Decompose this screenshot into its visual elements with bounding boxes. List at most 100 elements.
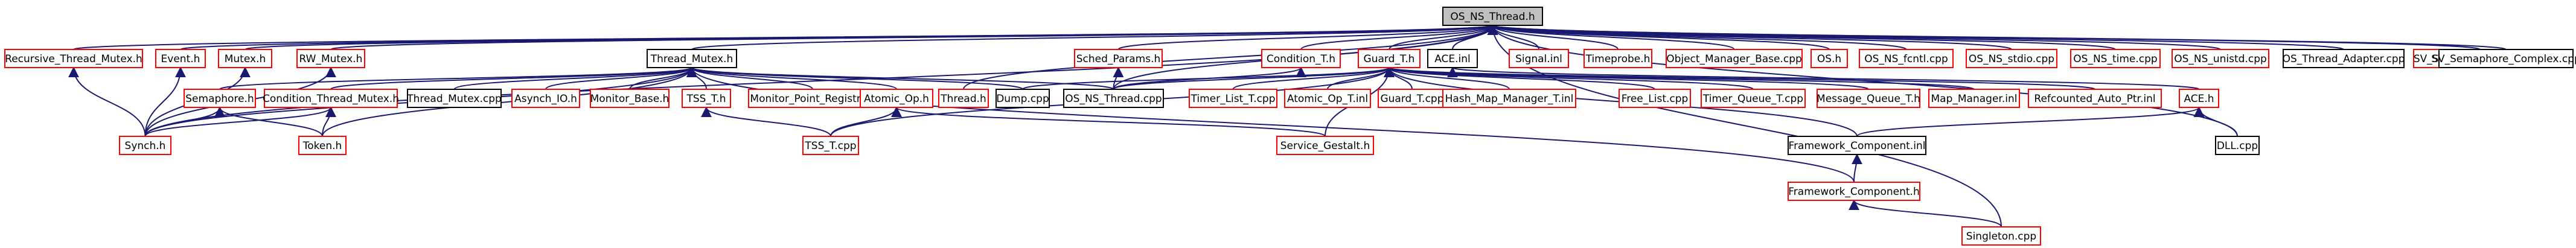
node-box bbox=[1427, 49, 1478, 68]
node-box bbox=[1928, 89, 2020, 108]
node-monitor_point_registry_h[interactable]: Monitor_Point_Registry.h bbox=[748, 89, 877, 108]
node-box bbox=[119, 136, 171, 155]
node-atomic_op_t_inl[interactable]: Atomic_Op_T.inl bbox=[1284, 89, 1371, 108]
edge-synch_h-to-recursive_thread_mutex_h bbox=[68, 66, 146, 137]
edge-object_manager_base_cpp-to-os_ns_thread_h bbox=[1487, 24, 1735, 50]
node-atomic_op_h[interactable]: Atomic_Op.h bbox=[860, 89, 933, 108]
node-box bbox=[1509, 49, 1569, 68]
edge-framework_component_inl-to-ace_h bbox=[1856, 106, 2205, 137]
node-thread_h[interactable]: Thread.h bbox=[938, 89, 989, 108]
node-condition_thread_mutex_h[interactable]: Condition_Thread_Mutex.h bbox=[263, 89, 399, 108]
node-framework_component_h[interactable]: Framework_Component.h bbox=[1788, 182, 1920, 201]
node-box bbox=[1859, 49, 1954, 68]
node-mutex_h[interactable]: Mutex.h bbox=[218, 49, 272, 68]
node-guard_t_h[interactable]: Guard_T.h bbox=[1358, 49, 1421, 68]
node-box bbox=[647, 49, 737, 68]
node-semaphore_h[interactable]: Semaphore.h bbox=[184, 89, 256, 108]
node-box bbox=[155, 49, 206, 68]
node-box bbox=[511, 89, 580, 108]
node-sv_semaphore_complex_cpp[interactable]: SV_Semaphore_Complex.cpp bbox=[2431, 49, 2576, 68]
node-guard_t_cpp[interactable]: Guard_T.cpp bbox=[1378, 89, 1446, 108]
node-box bbox=[2283, 49, 2405, 68]
node-label: Mutex.h bbox=[225, 53, 266, 65]
node-timeprobe_h[interactable]: Timeprobe.h bbox=[1584, 49, 1652, 68]
node-service_gestalt_h[interactable]: Service_Gestalt.h bbox=[1276, 136, 1374, 155]
node-box bbox=[1788, 182, 1920, 201]
node-map_manager_inl[interactable]: Map_Manager.inl bbox=[1928, 89, 2020, 108]
node-thread_mutex_cpp[interactable]: Thread_Mutex.cpp bbox=[406, 89, 502, 108]
edge-thread_mutex_h-to-os_ns_thread_h bbox=[691, 24, 1498, 50]
node-singleton_cpp[interactable]: Singleton.cpp bbox=[1961, 226, 2041, 246]
node-tss_t_h[interactable]: TSS_T.h bbox=[682, 89, 731, 108]
node-box bbox=[2070, 49, 2161, 68]
node-os_ns_stdio_cpp[interactable]: OS_NS_stdio.cpp bbox=[1966, 49, 2057, 68]
node-label: OS_NS_unistd.cpp bbox=[2174, 53, 2267, 65]
node-box bbox=[1961, 226, 2041, 246]
node-framework_component_inl[interactable]: Framework_Component.inl bbox=[1788, 136, 1926, 155]
node-label: Object_Manager_Base.cpp bbox=[1666, 53, 1802, 65]
node-box bbox=[938, 89, 989, 108]
node-recursive_thread_mutex_h[interactable]: Recursive_Thread_Mutex.h bbox=[4, 49, 143, 68]
node-os_thread_adapter_cpp[interactable]: OS_Thread_Adapter.cpp bbox=[2283, 49, 2405, 68]
node-dump_cpp[interactable]: Dump.cpp bbox=[996, 89, 1050, 108]
edge-service_gestalt_h-to-atomic_op_h bbox=[891, 106, 1326, 137]
node-asynch_io_h[interactable]: Asynch_IO.h bbox=[511, 89, 580, 108]
node-os_ns_fcntl_cpp[interactable]: OS_NS_fcntl.cpp bbox=[1859, 49, 1954, 68]
node-label: Recursive_Thread_Mutex.h bbox=[5, 53, 142, 65]
node-label: Atomic_Op_T.inl bbox=[1287, 93, 1368, 105]
node-label: Condition_T.h bbox=[1267, 53, 1335, 65]
node-synch_h[interactable]: Synch.h bbox=[119, 136, 171, 155]
node-os_ns_time_cpp[interactable]: OS_NS_time.cpp bbox=[2070, 49, 2161, 68]
edge-tss_t_cpp-to-atomic_op_h bbox=[830, 106, 902, 137]
edge-asynch_io_h-to-thread_mutex_h bbox=[545, 66, 697, 90]
node-refcounted_auto_ptr_inl[interactable]: Refcounted_Auto_Ptr.inl bbox=[2028, 89, 2162, 108]
node-signal_inl[interactable]: Signal.inl bbox=[1509, 49, 1569, 68]
node-monitor_base_h[interactable]: Monitor_Base.h bbox=[590, 89, 670, 108]
node-label: Guard_T.h bbox=[1364, 53, 1415, 65]
node-label: Timer_List_T.cpp bbox=[1190, 93, 1275, 105]
node-box bbox=[996, 89, 1050, 108]
node-label: Refcounted_Auto_Ptr.inl bbox=[2034, 93, 2155, 105]
edge-timer_list_t_cpp-to-guard_t_h bbox=[1232, 66, 1395, 90]
node-box bbox=[407, 89, 502, 108]
node-box bbox=[1358, 49, 1421, 68]
node-label: Service_Gestalt.h bbox=[1280, 140, 1370, 152]
node-label: OS_Thread_Adapter.cpp bbox=[2283, 53, 2405, 65]
edge-os_ns_thread_cpp-to-thread_mutex_h bbox=[686, 66, 1114, 90]
node-dll_cpp[interactable]: DLL.cpp bbox=[2215, 136, 2260, 155]
node-label: Asynch_IO.h bbox=[514, 93, 577, 105]
node-os_h[interactable]: OS.h bbox=[1811, 49, 1848, 68]
node-box bbox=[184, 89, 256, 108]
edge-free_list_cpp-to-guard_t_h bbox=[1384, 66, 1655, 90]
node-os_ns_thread_cpp[interactable]: OS_NS_Thread.cpp bbox=[1063, 89, 1164, 108]
node-message_queue_t_h[interactable]: Message_Queue_T.h bbox=[1817, 89, 1920, 108]
node-token_h[interactable]: Token.h bbox=[298, 136, 347, 155]
edge-ace_h-to-ace_inl bbox=[1448, 66, 2200, 90]
node-rw_mutex_h[interactable]: RW_Mutex.h bbox=[296, 49, 365, 68]
node-os_ns_unistd_cpp[interactable]: OS_NS_unistd.cpp bbox=[2172, 49, 2269, 68]
node-label: Semaphore.h bbox=[185, 93, 254, 105]
node-ace_h[interactable]: ACE.h bbox=[2179, 89, 2219, 108]
node-label: Thread.h bbox=[940, 93, 986, 105]
node-label: DLL.cpp bbox=[2217, 140, 2258, 152]
node-timer_list_t_cpp[interactable]: Timer_List_T.cpp bbox=[1189, 89, 1277, 108]
node-hash_map_manager_t_inl[interactable]: Hash_Map_Manager_T.inl bbox=[1442, 89, 1576, 108]
edge-atomic_op_h-to-thread_mutex_h bbox=[686, 66, 897, 90]
edge-synch_h-to-condition_thread_mutex_h bbox=[144, 106, 336, 137]
node-object_manager_base_cpp[interactable]: Object_Manager_Base.cpp bbox=[1666, 49, 1803, 68]
node-ace_inl[interactable]: ACE.inl bbox=[1427, 49, 1478, 68]
node-thread_mutex_h[interactable]: Thread_Mutex.h bbox=[647, 49, 737, 68]
node-label: OS_NS_stdio.cpp bbox=[1969, 53, 2054, 65]
node-timer_queue_t_cpp[interactable]: Timer_Queue_T.cpp bbox=[1701, 89, 1806, 108]
node-condition_t_h[interactable]: Condition_T.h bbox=[1261, 49, 1341, 68]
node-sched_params_h[interactable]: Sched_Params.h bbox=[1074, 49, 1163, 68]
node-box bbox=[218, 49, 272, 68]
node-free_list_cpp[interactable]: Free_List.cpp bbox=[1619, 89, 1691, 108]
node-label: Framework_Component.h bbox=[1788, 186, 1919, 198]
node-label: Free_List.cpp bbox=[1622, 93, 1689, 105]
node-tss_t_cpp[interactable]: TSS_T.cpp bbox=[802, 136, 859, 155]
edge-token_h-to-condition_thread_mutex_h bbox=[322, 106, 336, 137]
node-event_h[interactable]: Event.h bbox=[155, 49, 206, 68]
node-label: OS_NS_Thread.cpp bbox=[1065, 93, 1162, 105]
node-box bbox=[802, 136, 859, 155]
